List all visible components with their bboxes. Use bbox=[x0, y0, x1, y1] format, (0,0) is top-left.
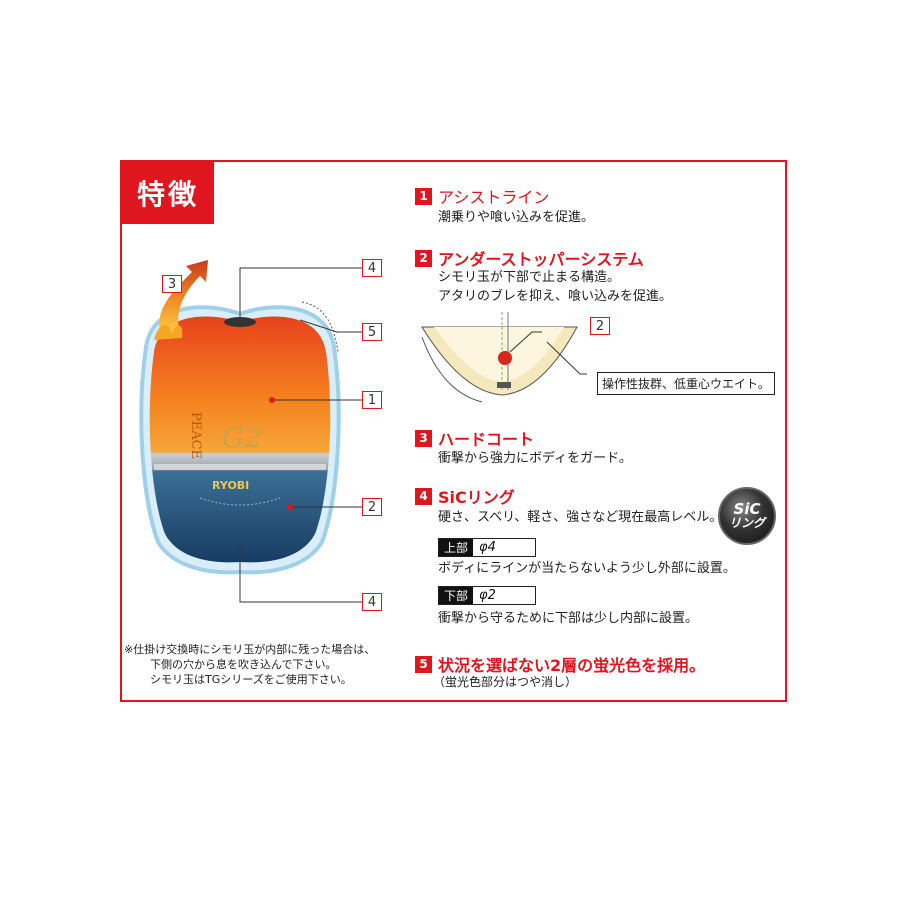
feature-3-desc: 衝撃から強力にボディをガード。 bbox=[438, 451, 632, 466]
body-lettering: PEACE bbox=[188, 412, 203, 459]
feature-2-desc-2: アタリのブレを抑え、喰い込みを促進。 bbox=[438, 289, 673, 304]
callout-4-top: 4 bbox=[362, 259, 382, 277]
leader-lines bbox=[239, 267, 362, 603]
callout-4-bottom: 4 bbox=[362, 593, 382, 611]
feature-2-num: 2 bbox=[415, 249, 432, 267]
note-line-3: シモリ玉はTGシリーズをご使用下さい。 bbox=[150, 673, 352, 686]
callout-2: 2 bbox=[362, 498, 382, 516]
hard-coat-arrow-icon bbox=[159, 260, 208, 337]
weight-label: 操作性抜群、低重心ウエイト。 bbox=[597, 372, 775, 395]
note-line-1: ※仕掛け交換時にシモリ玉が内部に残った場合は、 bbox=[124, 643, 376, 656]
feature-panel: 特徴 PEACE G2 bbox=[120, 160, 787, 702]
feature-1-num: 1 bbox=[415, 187, 432, 205]
diagram-callout-2: 2 bbox=[590, 317, 610, 335]
float-body bbox=[149, 316, 331, 563]
callout-1: 1 bbox=[362, 391, 382, 409]
feature-5-num: 5 bbox=[415, 655, 432, 673]
feature-3-num: 3 bbox=[415, 429, 432, 447]
callout-3: 3 bbox=[162, 275, 182, 293]
feature-1-desc: 潮乗りや喰い込みを促進。 bbox=[438, 210, 595, 225]
top-cap bbox=[224, 317, 256, 327]
body-logo-mark: G2 bbox=[222, 421, 262, 454]
feature-5-desc: （蛍光色部分はつや消し） bbox=[433, 675, 578, 689]
band-highlight bbox=[154, 464, 326, 470]
section-title: 特徴 bbox=[122, 162, 214, 224]
feature-2-desc-1: シモリ玉が下部で止まる構造。 bbox=[438, 270, 621, 285]
band-mark: RYOBI bbox=[212, 479, 249, 492]
spec-lower-desc: 衝撃から守るために下部は少し内部に設置。 bbox=[438, 611, 699, 626]
feature-4-desc: 硬さ、スベリ、軽さ、強さなど現在最高レベル。 bbox=[438, 510, 723, 525]
note-line-2: 下側の穴から息を吹き込んで下さい。 bbox=[150, 658, 337, 671]
stopper-diagram bbox=[421, 312, 587, 403]
callout-5: 5 bbox=[362, 323, 382, 341]
spec-upper-desc: ボディにラインが当たらないよう少し外部に設置。 bbox=[438, 561, 736, 576]
feature-4-num: 4 bbox=[415, 487, 432, 505]
float-illustration: PEACE G2 RYOBI bbox=[139, 260, 587, 603]
